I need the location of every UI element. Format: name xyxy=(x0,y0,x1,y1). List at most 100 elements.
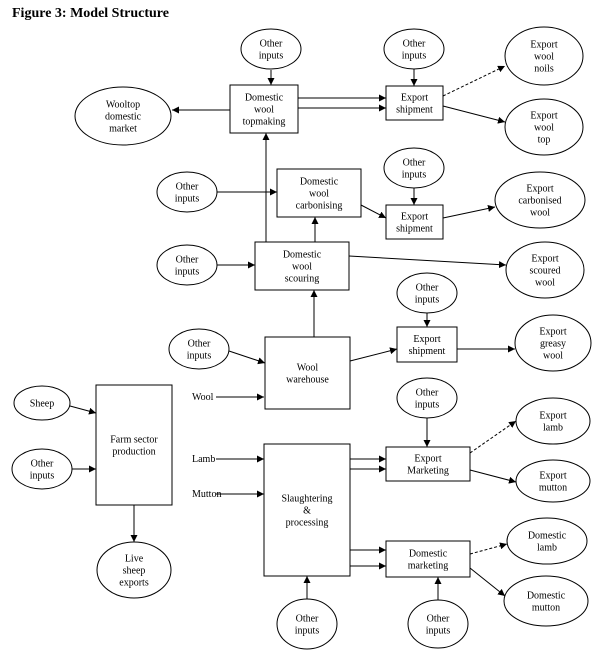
node-ellipse xyxy=(514,314,592,372)
flow-arrow-7 xyxy=(442,105,506,124)
node-label-line: domestic xyxy=(105,112,142,123)
node-ellipse xyxy=(383,28,445,70)
node-label-line: Wooltop xyxy=(106,100,140,111)
node-box xyxy=(385,85,444,121)
node-ellipse xyxy=(156,171,218,213)
node-box xyxy=(264,336,351,410)
node-label-line: inputs xyxy=(295,626,320,637)
node-box xyxy=(385,446,471,482)
node-label-line: processing xyxy=(286,518,329,529)
node-label-line: noils xyxy=(534,64,554,75)
node-label-line: top xyxy=(538,135,551,146)
node-label-line: Export xyxy=(530,111,557,122)
node-label-line: Domestic xyxy=(528,531,567,542)
node-label-line: wool xyxy=(530,208,550,219)
node-label-line: shipment xyxy=(396,105,433,116)
node-label-line: Other xyxy=(403,158,426,169)
node-label-line: wool xyxy=(254,105,274,116)
node-ellipse xyxy=(168,328,230,370)
node-label-line: Other xyxy=(403,39,426,50)
node-label-line: wool xyxy=(535,278,555,289)
node-label-line: inputs xyxy=(175,267,200,278)
node-box xyxy=(276,168,362,218)
node-ellipse xyxy=(11,448,73,490)
diagram-edges xyxy=(69,65,517,600)
node-label-line: shipment xyxy=(396,224,433,235)
node-label-line: lamb xyxy=(537,543,557,554)
flow-arrow-31 xyxy=(469,420,517,454)
node-slaughter: Slaughtering&processing xyxy=(263,443,351,577)
node-label-line: wool xyxy=(543,351,563,362)
node-sheep: Sheep xyxy=(13,385,71,421)
node-label-line: & xyxy=(303,506,311,517)
node-label-line: Domestic xyxy=(300,177,339,188)
node-ellipse xyxy=(505,241,585,299)
flow-arrow-32 xyxy=(469,469,517,484)
flow-label-lamb: Lamb xyxy=(192,454,215,465)
node-ellipse xyxy=(96,541,172,599)
node-label-line: Other xyxy=(296,614,319,625)
node-label-line: Other xyxy=(176,255,199,266)
node-label-line: Export xyxy=(539,471,566,482)
node-label-line: market xyxy=(109,124,137,135)
node-ellipse xyxy=(504,98,584,156)
node-label-line: inputs xyxy=(415,400,440,411)
flow-label-mutton: Mutton xyxy=(192,489,221,500)
node-label-line: topmaking xyxy=(243,117,286,128)
node-ellipse xyxy=(383,147,445,189)
node-ellipse xyxy=(240,28,302,70)
node-ellipse xyxy=(396,377,458,419)
node-box xyxy=(254,241,350,291)
node-label-line: Farm sector xyxy=(110,435,158,446)
node-label-line: Export xyxy=(526,184,553,195)
node-label-line: Other xyxy=(260,39,283,50)
node-label-line: Other xyxy=(31,459,54,470)
node-ellipse xyxy=(503,575,589,627)
node-label-line: carbonised xyxy=(518,196,561,207)
node-label-line: wool xyxy=(292,262,312,273)
node-label-line: Export xyxy=(539,327,566,338)
node-box xyxy=(385,204,444,240)
node-ellipse xyxy=(515,397,591,445)
node-label-line: Export xyxy=(401,212,428,223)
flow-arrow-13 xyxy=(442,205,496,219)
flow-arrow-37 xyxy=(469,567,506,597)
node-box xyxy=(263,443,351,577)
node-label-line: Domestic xyxy=(245,93,284,104)
node-ellipse xyxy=(515,459,591,503)
node-label-line: wool xyxy=(309,189,329,200)
node-label-line: inputs xyxy=(426,626,451,637)
node-label-line: carbonising xyxy=(296,201,343,212)
node-box xyxy=(385,540,471,578)
node-label-line: inputs xyxy=(415,295,440,306)
node-label-line: exports xyxy=(119,578,149,589)
node-ellipse xyxy=(506,517,588,565)
node-label-line: lamb xyxy=(543,423,563,434)
node-ellipse xyxy=(276,598,338,650)
node-label-line: Other xyxy=(176,182,199,193)
node-label-line: inputs xyxy=(402,51,427,62)
node-label-line: shipment xyxy=(409,346,446,357)
flow-arrow-17 xyxy=(228,350,266,365)
